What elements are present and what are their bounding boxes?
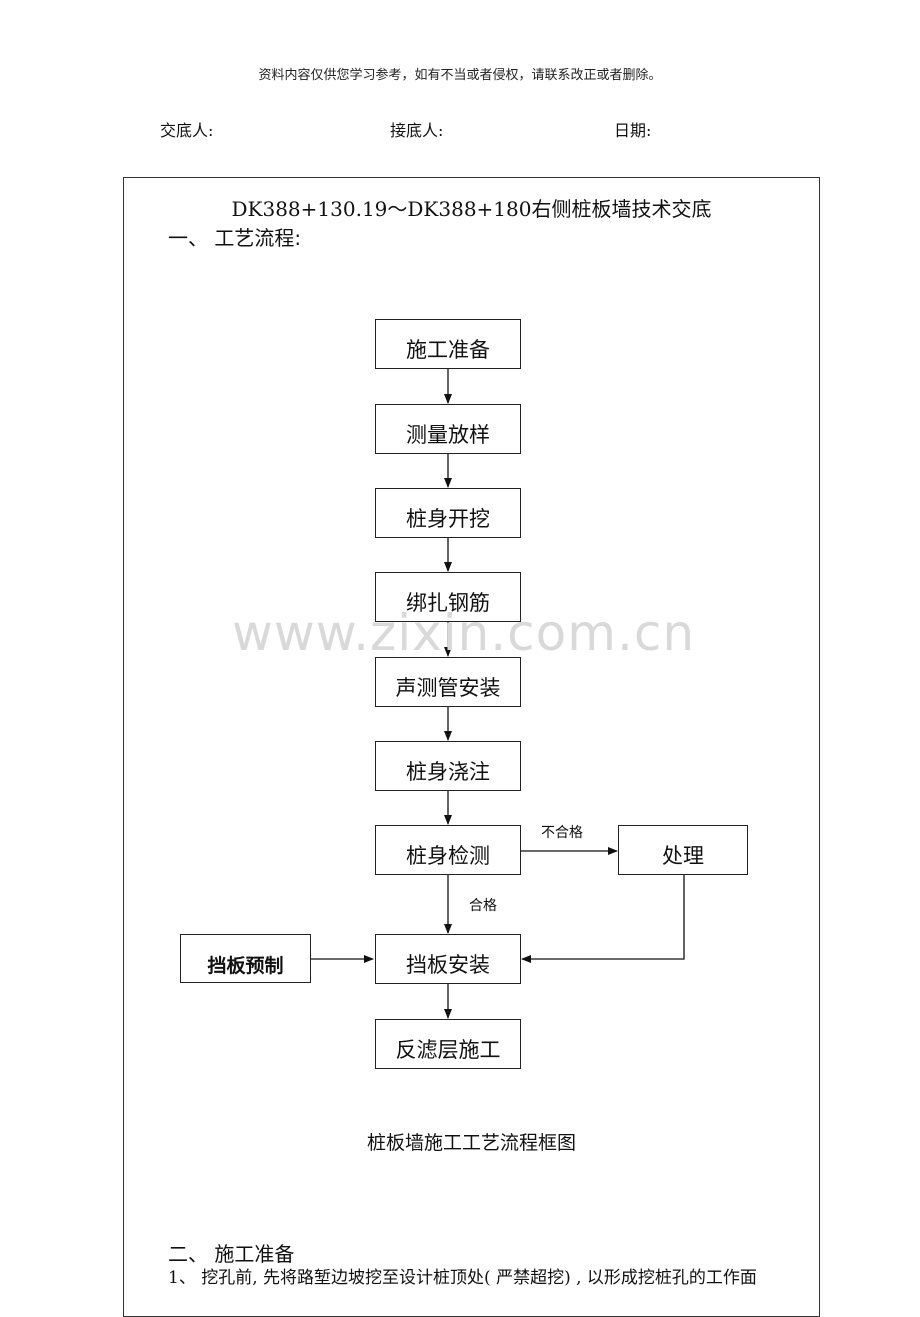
step-survey: 测量放样	[375, 404, 521, 454]
section-1-heading: 一、 工艺流程:	[168, 226, 302, 250]
step-sonic-tube: 声测管安装	[375, 657, 521, 707]
step-filter: 反滤层施工	[375, 1019, 521, 1069]
disclaimer-note: 资料内容仅供您学习参考，如有不当或者侵权，请联系改正或者删除。	[258, 68, 662, 83]
label-fail: 不合格	[541, 825, 583, 841]
step-excavate: 桩身开挖	[375, 488, 521, 538]
paragraph-1: 1、 挖孔前, 先将路堑边坡挖至设计桩顶处( 严禁超挖) , 以形成挖桩孔的工作…	[168, 1268, 757, 1288]
step-rebar: 绑扎钢筋	[375, 572, 521, 622]
step-prepare: 施工准备	[375, 319, 521, 369]
flowchart-caption: 桩板墙施工工艺流程框图	[366, 1132, 576, 1154]
date-label: 日期:	[614, 121, 652, 140]
step-install: 挡板安装	[375, 934, 521, 984]
section-2-heading: 二、 施工准备	[168, 1242, 295, 1266]
watermark: www.zixin.com.cn	[232, 604, 696, 662]
step-precast: 挡板预制	[180, 934, 311, 983]
label-pass: 合格	[469, 898, 497, 914]
step-inspect: 桩身检测	[375, 825, 521, 875]
presenter-label: 交底人:	[160, 121, 214, 140]
document-title: DK388+130.19～DK388+180右侧桩板墙技术交底	[231, 197, 712, 221]
step-handle: 处理	[618, 825, 748, 875]
step-pour: 桩身浇注	[375, 741, 521, 791]
arrow-handle-install	[521, 875, 685, 963]
receiver-label: 接底人:	[390, 121, 444, 140]
